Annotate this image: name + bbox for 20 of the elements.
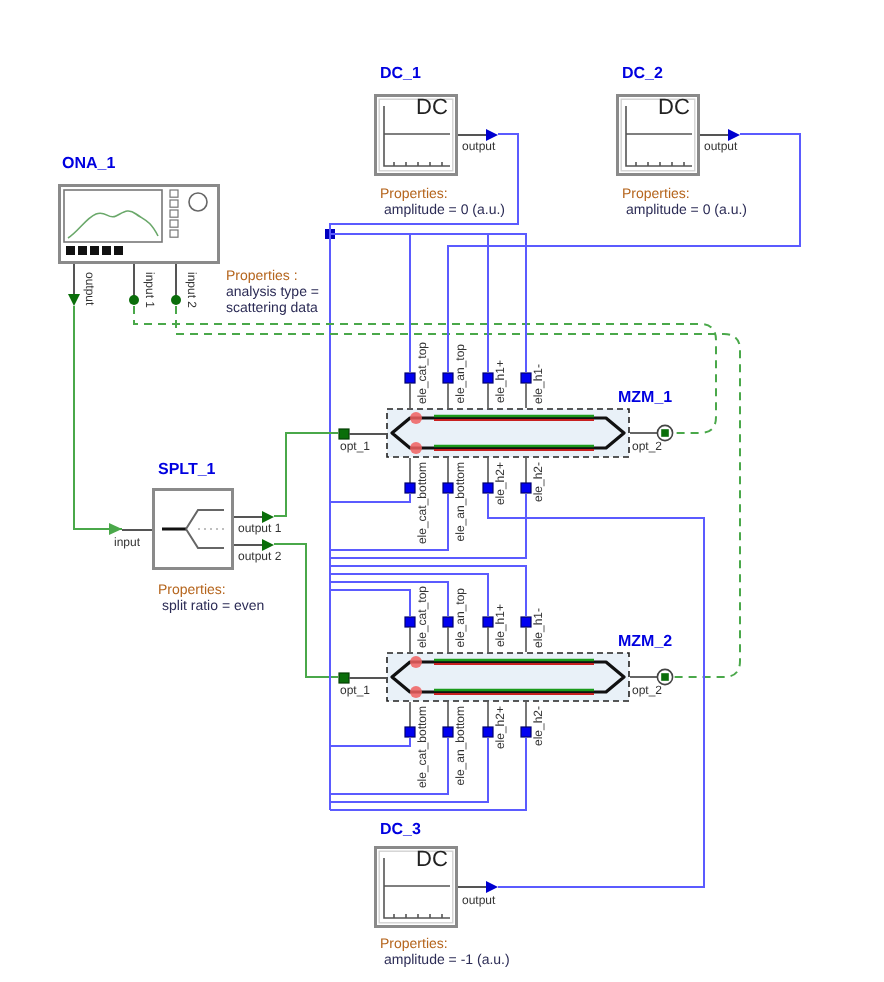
component-name: MZM_1: [618, 390, 673, 406]
source-type-text: DC: [416, 98, 448, 120]
dashed-wire: [133, 305, 717, 434]
source-type-text: DC: [416, 850, 448, 872]
component-name: SPLT_1: [158, 462, 216, 478]
wire: [329, 133, 519, 559]
component-name: DC_2: [622, 66, 663, 82]
wire: [487, 493, 705, 888]
dashed-wire: [175, 305, 741, 678]
component-name: MZM_2: [618, 634, 673, 650]
wire: [273, 543, 339, 678]
source-type-text: DC: [658, 98, 690, 120]
component-name: DC_1: [380, 66, 421, 82]
wire: [329, 233, 527, 559]
wire: [329, 557, 527, 811]
component-name: DC_3: [380, 822, 421, 838]
wire: [447, 133, 801, 373]
wire: [73, 305, 123, 535]
component-name: ONA_1: [62, 156, 116, 172]
wire: [273, 432, 339, 517]
